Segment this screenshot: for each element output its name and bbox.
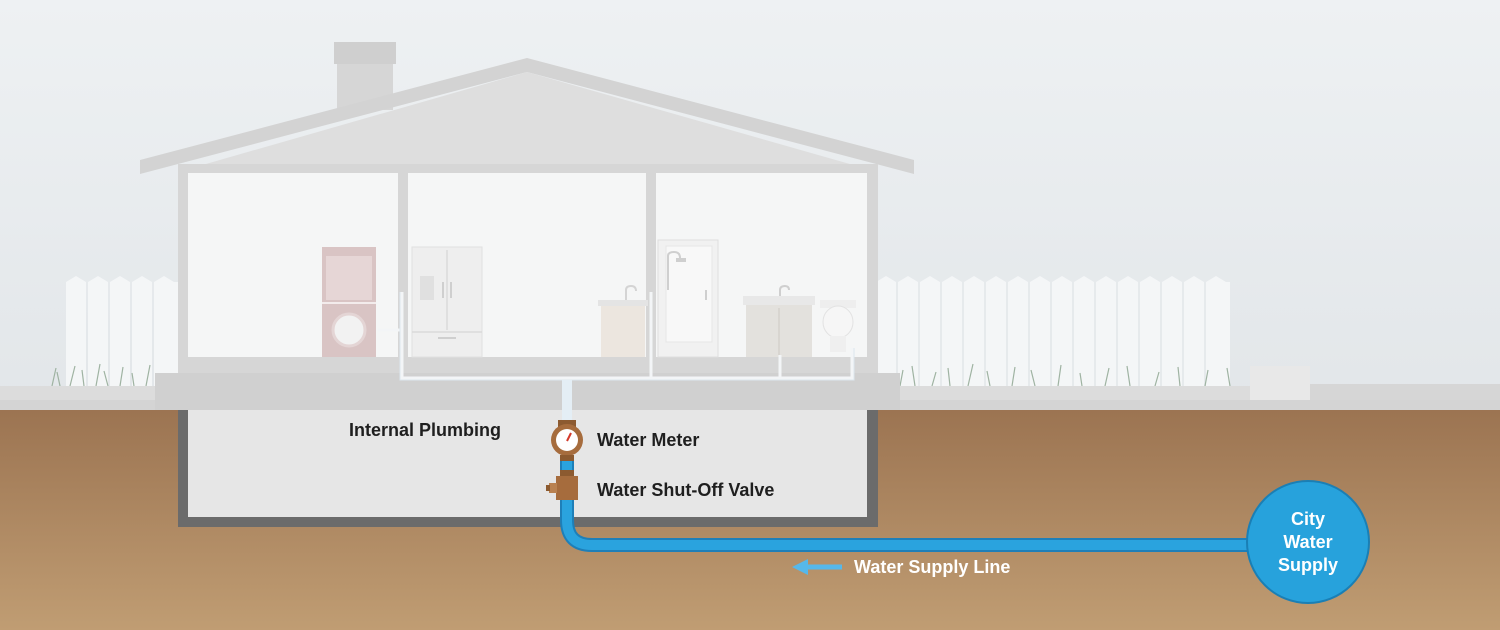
shutoff-valve-icon [546, 470, 578, 500]
riser-pipe [562, 380, 572, 424]
floor-slab [178, 357, 878, 373]
flow-arrow-icon [792, 559, 842, 575]
washer-dryer [322, 247, 376, 357]
house-wall-right [867, 164, 878, 359]
water-supply-line-label: Water Supply Line [854, 557, 1011, 577]
partition-2 [646, 173, 656, 357]
fence-left [66, 276, 178, 386]
ceiling [178, 164, 878, 173]
water-meter-icon [551, 420, 583, 461]
city-water-supply-circle [1246, 480, 1370, 604]
basement-interior [188, 410, 867, 517]
toilet [820, 300, 856, 352]
roof-fill [178, 72, 878, 172]
internal-plumbing-label: Internal Plumbing [349, 420, 502, 440]
city-label-line-2: Water [1283, 531, 1333, 552]
shutoff-valve-label: Water Shut-Off Valve [597, 480, 775, 500]
fence-right [876, 282, 1230, 386]
bathroom-vanity [743, 284, 815, 357]
shower-stall [657, 239, 719, 358]
water-meter-label: Water Meter [597, 430, 700, 450]
sidewalk [1250, 366, 1310, 400]
kitchen-sink-cabinet [598, 284, 648, 357]
curb [1310, 384, 1500, 400]
internal-plumbing-pipes [378, 292, 854, 380]
internal-plumbing-pipes-outline [399, 292, 855, 381]
fence-right-tops [876, 276, 1226, 282]
grass [51, 363, 1231, 387]
city-label-line-1: City [1290, 508, 1325, 529]
partition-1 [398, 173, 408, 357]
city-water-supply-label: City Water Supply [1246, 480, 1370, 604]
water-supply-pipe-core [562, 455, 1250, 550]
house-wall-left [178, 164, 188, 359]
city-label-line-3: Supply [1277, 554, 1338, 575]
chimney-cap [334, 42, 396, 64]
fence-slat-lines [896, 282, 1206, 386]
refrigerator [411, 246, 483, 358]
